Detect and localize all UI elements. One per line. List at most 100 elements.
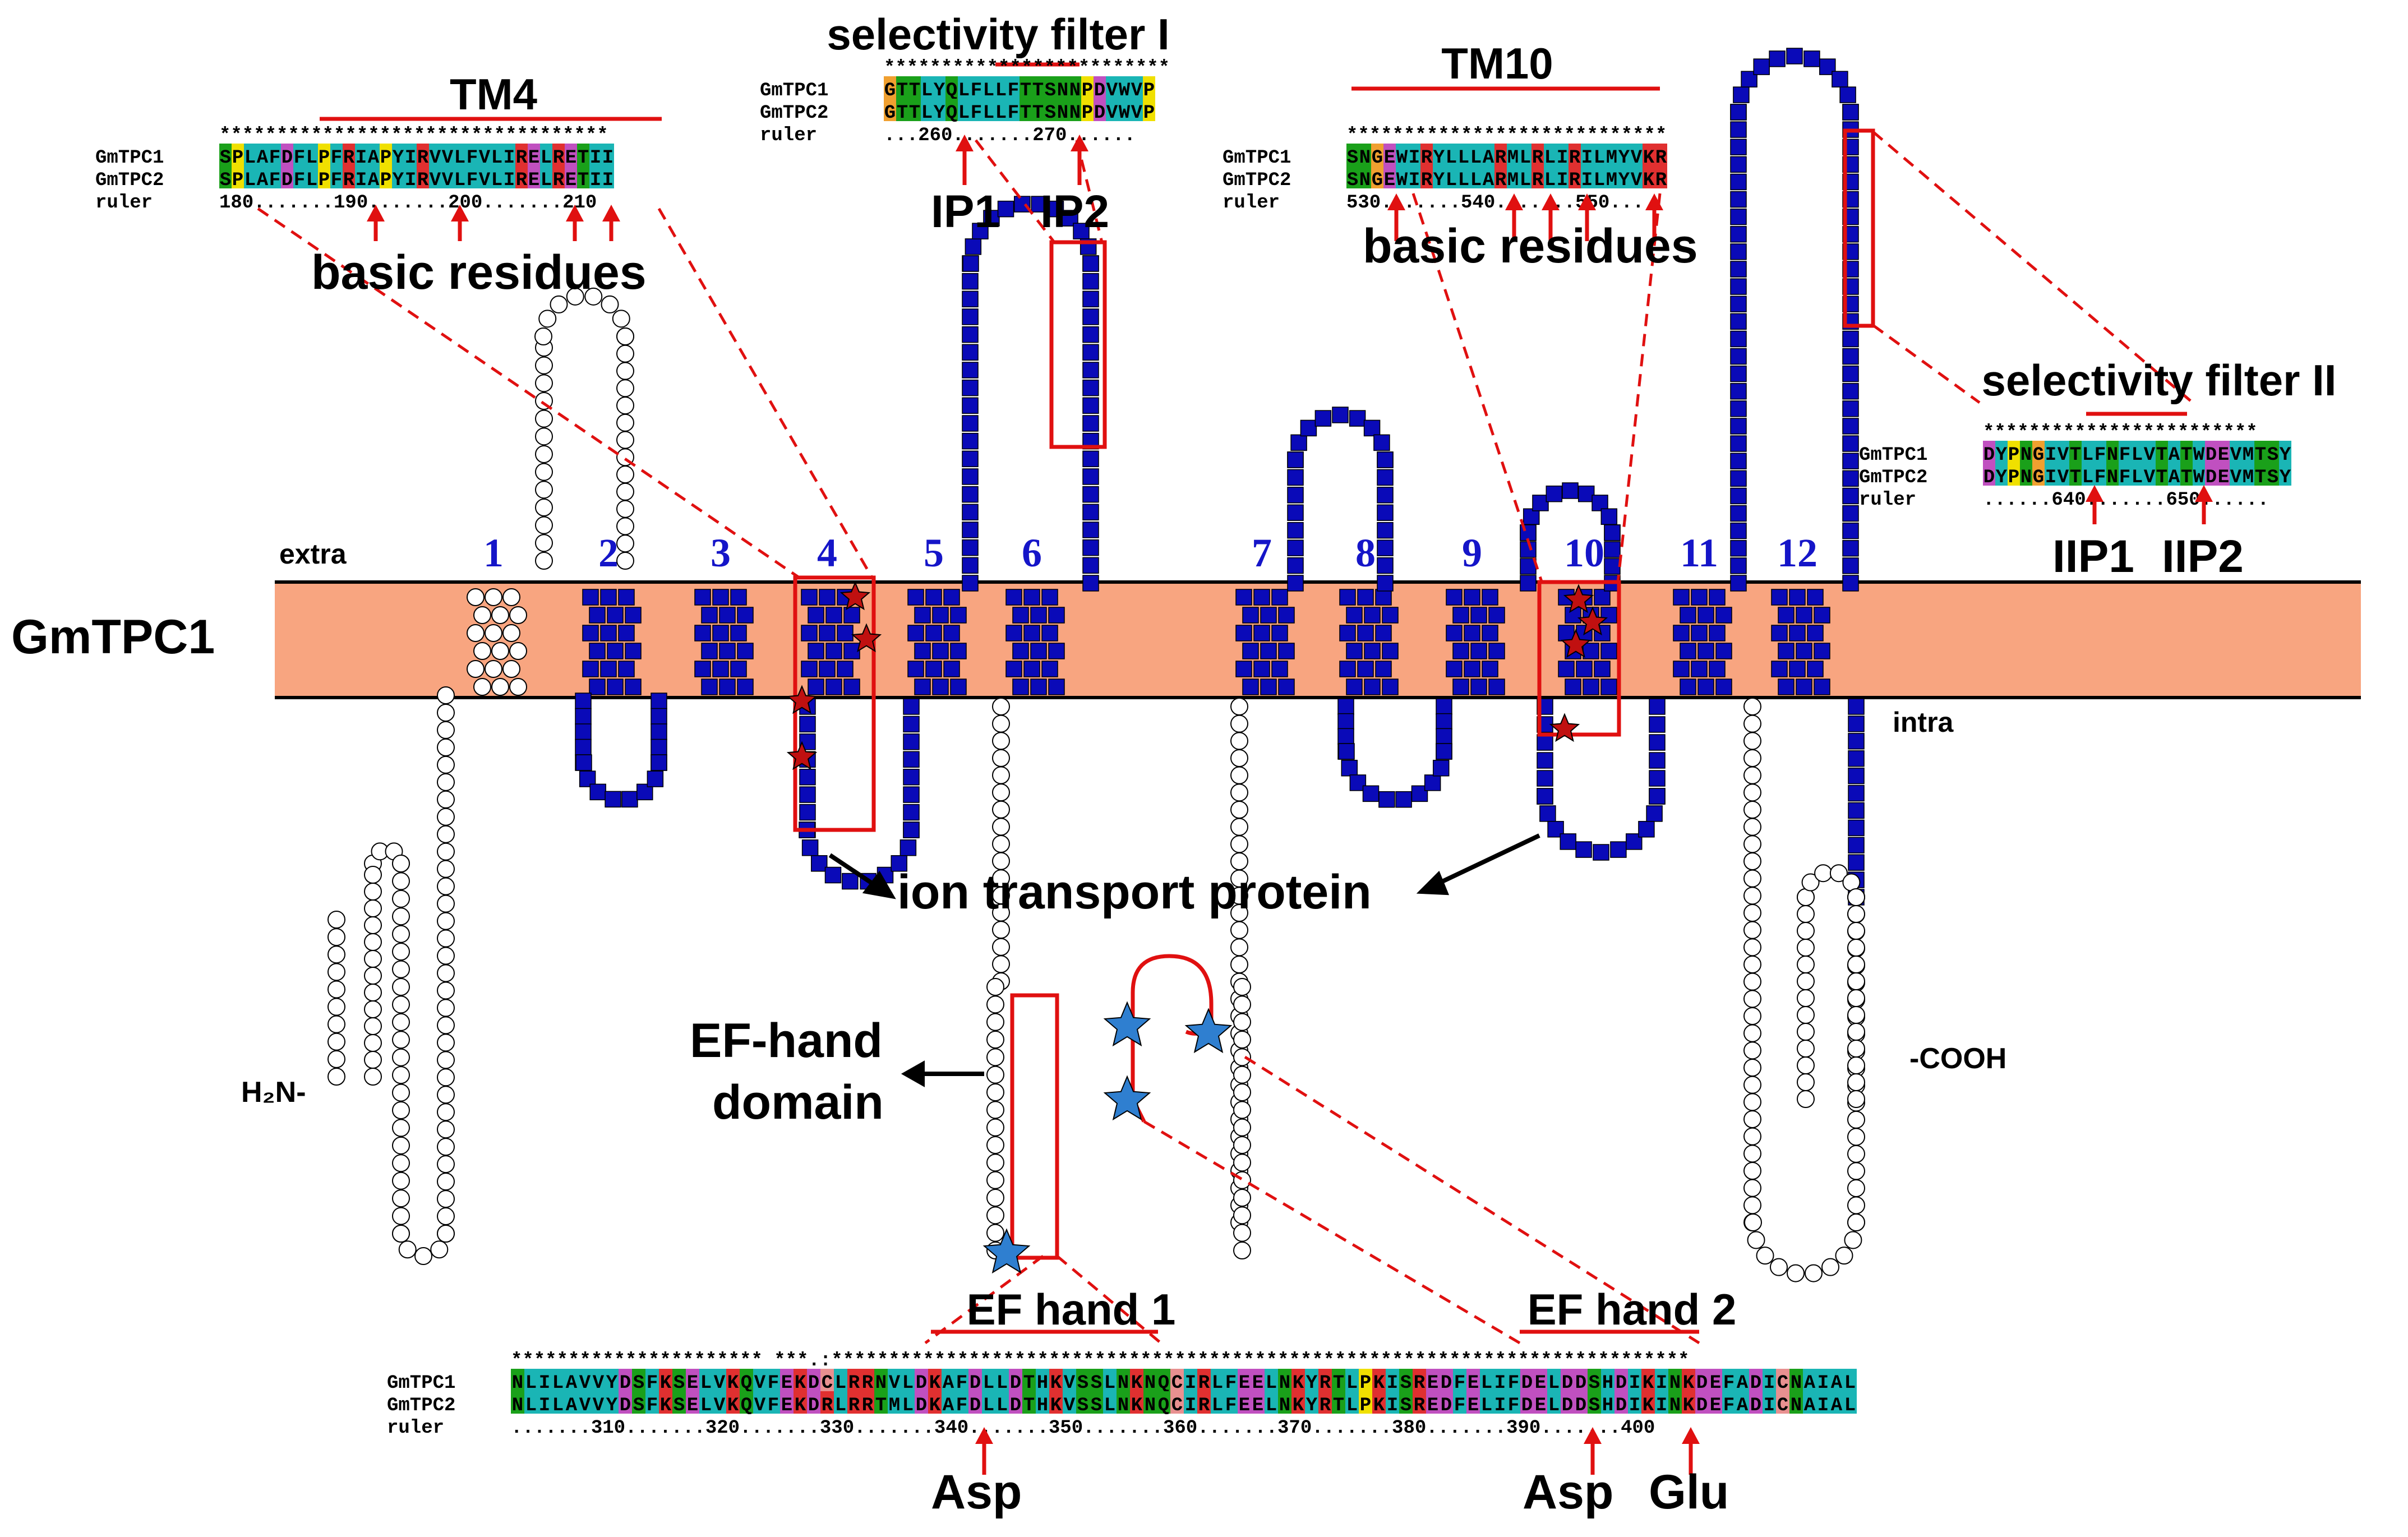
residue-letter: S — [1077, 1395, 1088, 1416]
tm-residue — [730, 589, 747, 606]
tm-residue — [1789, 661, 1806, 677]
tm-residue — [1600, 643, 1617, 659]
residue-letter: D — [1696, 1395, 1708, 1416]
residue-cell — [1628, 1369, 1641, 1391]
loop-residue — [1797, 1090, 1815, 1108]
residue-cell — [1601, 1369, 1614, 1391]
residue-cell — [1170, 1391, 1184, 1414]
residue-letter: K — [660, 1395, 672, 1416]
tm-residue — [1730, 575, 1747, 592]
residue-letter: V — [430, 147, 441, 169]
residue-cell — [1618, 166, 1630, 188]
tm-residue — [1382, 643, 1399, 659]
residue-cell — [1614, 1391, 1628, 1414]
tm-residue — [589, 679, 606, 695]
tm-residue — [1680, 679, 1696, 695]
helix-number: 12 — [1777, 530, 1817, 575]
residue-cell — [1094, 76, 1106, 99]
residue-cell — [1816, 1391, 1830, 1414]
residue-letter: L — [454, 147, 465, 169]
residue-cell — [874, 1369, 888, 1391]
loop-residue — [992, 800, 1010, 819]
residue-letter: Y — [2280, 467, 2291, 488]
residue-letter: A — [2169, 445, 2180, 466]
residue-letter: S — [1347, 147, 1358, 169]
basic-residues-right-label: basic residues — [1363, 219, 1698, 273]
loop-residue — [992, 783, 1010, 802]
loop-residue — [364, 984, 382, 1001]
residue-letter: Q — [946, 80, 957, 101]
residue-letter: D — [282, 147, 293, 169]
loop-residue — [392, 1119, 410, 1137]
residue-cell — [2045, 441, 2057, 463]
loop-residue — [327, 1015, 345, 1033]
residue-cell — [619, 1369, 632, 1391]
residue-letter: I — [1629, 1373, 1640, 1394]
tm-residue — [950, 679, 967, 695]
residue-cell — [1009, 1369, 1022, 1391]
loop-residue — [1829, 864, 1848, 883]
residue-letter: A — [566, 1395, 578, 1416]
residue-cell — [1211, 1391, 1224, 1414]
residue-letter: L — [997, 1373, 1008, 1394]
residue-letter: S — [220, 147, 231, 169]
residue-cell — [367, 166, 380, 188]
tm-residue — [907, 661, 924, 677]
residue-letter: I — [1581, 170, 1593, 191]
residue-cell — [958, 99, 970, 121]
residue-cell — [269, 166, 281, 188]
residue-cell — [1695, 1391, 1709, 1414]
residue-letter: L — [306, 170, 317, 191]
loop-residue — [327, 1032, 345, 1051]
tm-residue — [1362, 785, 1380, 802]
loop-residue — [1770, 1258, 1788, 1276]
loop-residue — [437, 929, 455, 948]
loop-residue — [392, 943, 410, 961]
ruler-scale: ...260.......270...... — [884, 125, 1136, 146]
loop-residue — [1230, 801, 1248, 819]
residue-cell — [1413, 1391, 1426, 1414]
tm-residue — [1778, 679, 1795, 695]
residue-letter: P — [380, 170, 391, 191]
tm-residue — [1730, 487, 1747, 505]
residue-letter: H — [1602, 1373, 1613, 1394]
residue-letter: D — [1616, 1395, 1627, 1416]
residue-cell — [908, 99, 921, 121]
residue-cell — [780, 1369, 794, 1391]
residue-cell — [1224, 1369, 1238, 1391]
tm-residue — [1814, 643, 1830, 659]
tm-residue — [1649, 716, 1666, 733]
loop-residue — [1847, 1023, 1865, 1041]
loop-residue — [327, 911, 345, 929]
tm-residue — [943, 589, 960, 606]
residue-cell — [1184, 1391, 1197, 1414]
residue-cell — [2193, 441, 2205, 463]
loop-residue — [437, 825, 455, 843]
loop-residue — [992, 938, 1010, 956]
residue-cell — [380, 144, 392, 166]
tm-residue — [1730, 296, 1747, 312]
residue-cell — [1359, 1391, 1372, 1414]
residue-letter: F — [1454, 1395, 1465, 1416]
tm-residue — [1842, 400, 1859, 417]
loop-residue — [509, 678, 527, 696]
loop-residue — [392, 1048, 410, 1067]
residue-cell — [995, 1391, 1009, 1414]
loop-residue — [534, 327, 552, 345]
tm-residue — [962, 273, 979, 290]
residue-letter: D — [1562, 1373, 1573, 1394]
residue-cell — [645, 1391, 659, 1414]
residue-letter: I — [1387, 1395, 1398, 1416]
residue-letter: M — [2243, 445, 2254, 466]
residue-letter: I — [504, 147, 515, 169]
loop-residue — [1743, 714, 1761, 733]
residue-letter: M — [1606, 147, 1617, 169]
residue-letter: K — [1643, 1395, 1654, 1416]
residue-letter: I — [1494, 1373, 1506, 1394]
tm-residue — [1337, 698, 1354, 715]
tm-residue — [1842, 487, 1859, 505]
residue-letter: Y — [606, 1373, 618, 1394]
loop-residue — [364, 950, 382, 968]
tm-residue — [962, 504, 979, 521]
residue-letter: V — [2058, 467, 2069, 488]
